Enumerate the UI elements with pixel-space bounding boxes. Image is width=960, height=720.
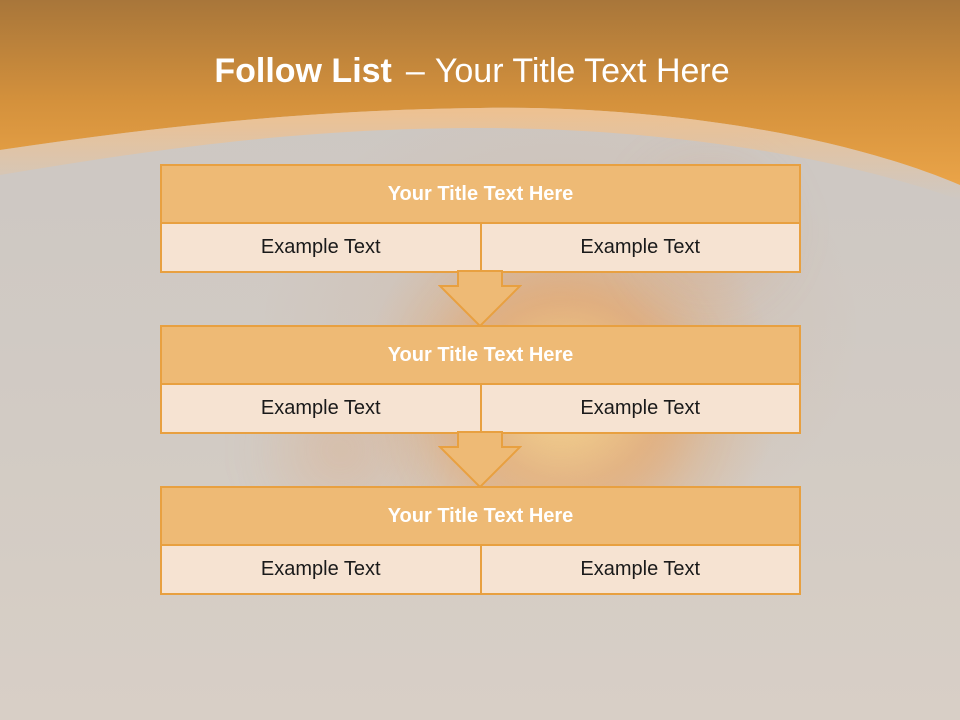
step-block-1: Your Title Text Here Example Text Exampl… [160, 164, 801, 273]
step-title: Your Title Text Here [162, 327, 799, 385]
step-cell-left: Example Text [162, 546, 480, 593]
title-separator: – [405, 52, 425, 90]
step-cell-right: Example Text [479, 546, 799, 593]
down-arrow-icon [438, 431, 522, 489]
step-cell-right: Example Text [479, 385, 799, 432]
step-row: Example Text Example Text [162, 385, 799, 432]
step-title: Your Title Text Here [162, 488, 799, 546]
step-cell-right: Example Text [479, 224, 799, 271]
step-title: Your Title Text Here [162, 166, 799, 224]
step-block-2: Your Title Text Here Example Text Exampl… [160, 325, 801, 434]
header-band [0, 0, 960, 200]
step-row: Example Text Example Text [162, 224, 799, 271]
title-rest-part: Your Title Text Here [434, 52, 730, 90]
title-bold-part: Follow List [214, 52, 392, 90]
down-arrow-icon [438, 270, 522, 328]
step-cell-left: Example Text [162, 224, 480, 271]
step-cell-left: Example Text [162, 385, 480, 432]
slide-title: Follow List–Your Title Text Here [0, 52, 944, 91]
step-block-3: Your Title Text Here Example Text Exampl… [160, 486, 801, 595]
step-row: Example Text Example Text [162, 546, 799, 593]
